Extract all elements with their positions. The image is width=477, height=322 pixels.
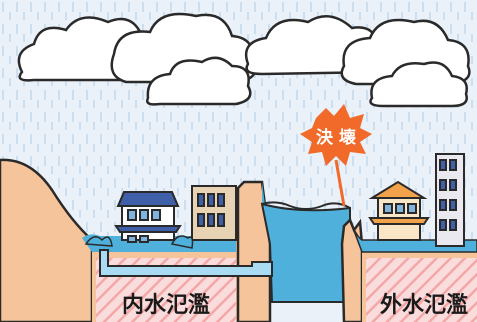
levee-right-broken <box>340 217 364 322</box>
inland-flood-label: 内水氾濫 <box>122 293 210 318</box>
outer-flood-zone <box>366 258 477 322</box>
building-icon <box>191 185 237 241</box>
house-icon <box>114 191 182 243</box>
cloud-icon <box>369 61 468 108</box>
burst-label: 決 壊 <box>316 127 357 148</box>
river-water <box>260 202 351 303</box>
building-icon <box>435 153 465 247</box>
splash-icon <box>84 235 194 249</box>
house-icon <box>368 180 430 241</box>
cloud-icon <box>146 56 252 106</box>
drain-pipe-icon <box>99 249 273 277</box>
burst-icon <box>300 104 372 207</box>
river-surface <box>261 201 351 210</box>
river-flood-label: 外水氾濫 <box>380 292 468 318</box>
